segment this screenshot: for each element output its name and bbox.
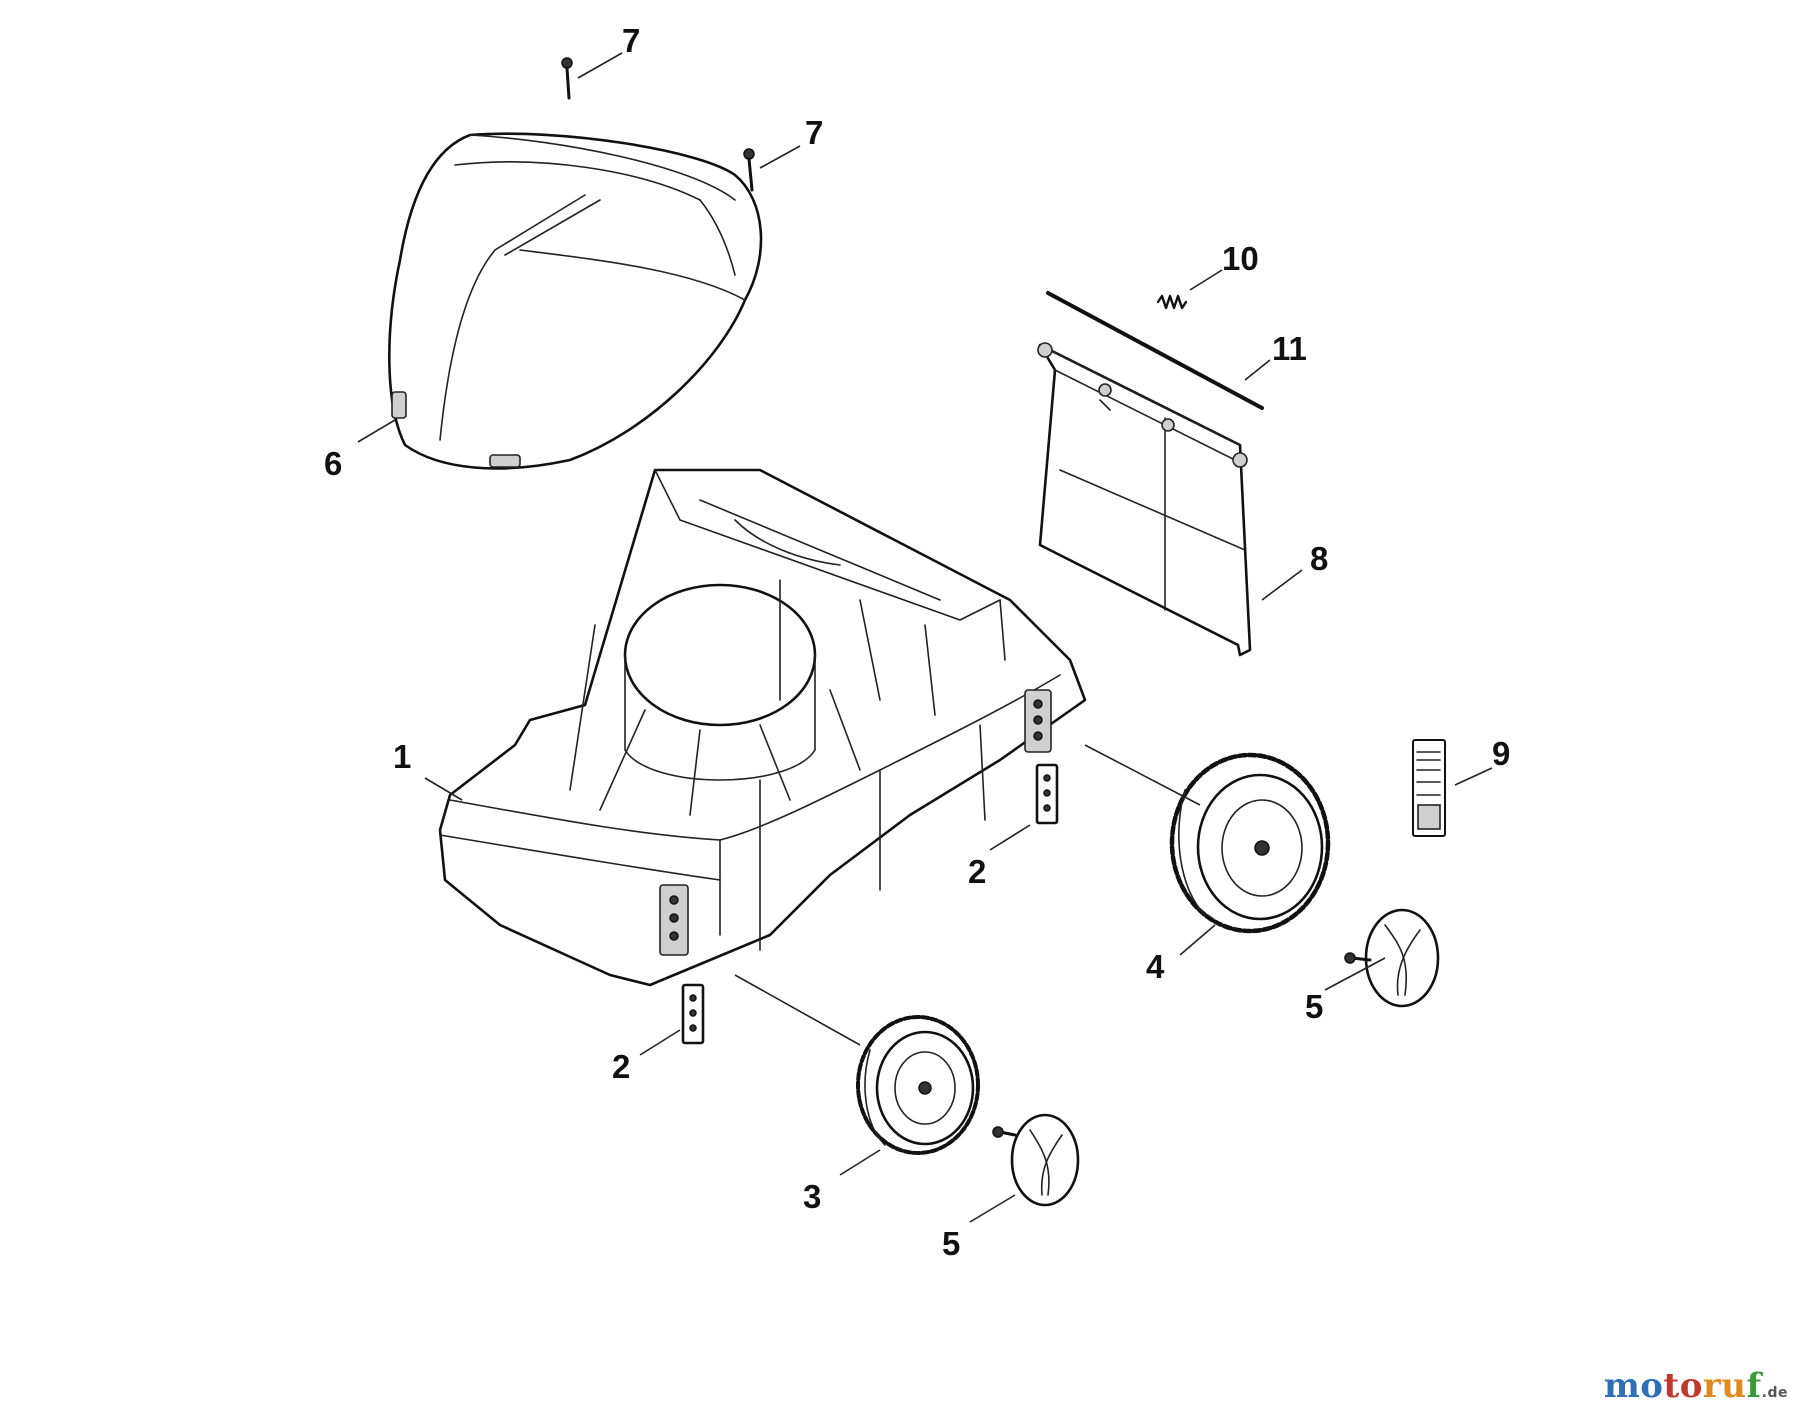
part-wheel-front xyxy=(856,1015,980,1155)
leader-3 xyxy=(839,1149,881,1176)
leader-4 xyxy=(1179,924,1216,956)
part-screw-lower xyxy=(743,148,755,192)
part-label-sticker xyxy=(1412,739,1446,837)
leader-10 xyxy=(1244,359,1271,381)
callout-labels: 7 7 6 10 11 8 1 2 2 3 4 5 5 9 xyxy=(324,22,1510,1262)
part-wheel-rear xyxy=(1169,752,1331,934)
callout-5-left: 5 xyxy=(942,1225,960,1262)
callout-4: 4 xyxy=(1146,948,1165,985)
leader-5-left xyxy=(969,1194,1016,1223)
callout-2-right: 2 xyxy=(968,853,986,890)
leader-5-right xyxy=(1324,957,1386,991)
leader-7-upper xyxy=(577,52,623,79)
leader-11 xyxy=(1454,767,1493,786)
callout-7-lower: 7 xyxy=(805,114,823,151)
leader-wheel-rear-axis xyxy=(1084,744,1201,806)
leader-wheel-front-axis xyxy=(734,974,861,1046)
callout-3: 3 xyxy=(803,1178,821,1215)
part-grass-catcher-cover xyxy=(388,132,763,470)
leader-6 xyxy=(357,419,396,443)
callout-10: 11 xyxy=(1272,330,1307,367)
watermark-tld: .de xyxy=(1761,1385,1788,1401)
callout-9: 10 xyxy=(1222,240,1259,277)
callout-8: 8 xyxy=(1310,540,1328,577)
callout-11: 9 xyxy=(1492,735,1510,772)
leader-8 xyxy=(1261,569,1303,601)
part-rod xyxy=(1046,291,1264,410)
part-axle-plate-right xyxy=(1035,763,1059,825)
part-mower-deck xyxy=(438,468,1087,987)
callout-6: 6 xyxy=(324,445,342,482)
motoruf-watermark-logo: motoruf.de xyxy=(1603,1366,1788,1406)
leader-2-left xyxy=(639,1029,681,1056)
part-hubcap-right xyxy=(1344,908,1440,1008)
callout-1: 1 xyxy=(393,738,411,775)
part-hubcap-left xyxy=(992,1113,1080,1207)
callout-2-left: 2 xyxy=(612,1048,630,1085)
part-axle-plate-left xyxy=(681,983,705,1045)
leader-2-right xyxy=(989,824,1031,851)
part-screw-upper xyxy=(561,57,573,100)
part-spring xyxy=(1156,294,1188,310)
leader-9 xyxy=(1189,269,1223,291)
leader-lines xyxy=(357,52,1493,1223)
leader-1 xyxy=(424,777,463,801)
leader-7-lower xyxy=(759,145,801,169)
part-rear-flap xyxy=(1037,342,1252,657)
callout-7-upper: 7 xyxy=(622,22,640,59)
callout-5-right: 5 xyxy=(1305,988,1323,1025)
